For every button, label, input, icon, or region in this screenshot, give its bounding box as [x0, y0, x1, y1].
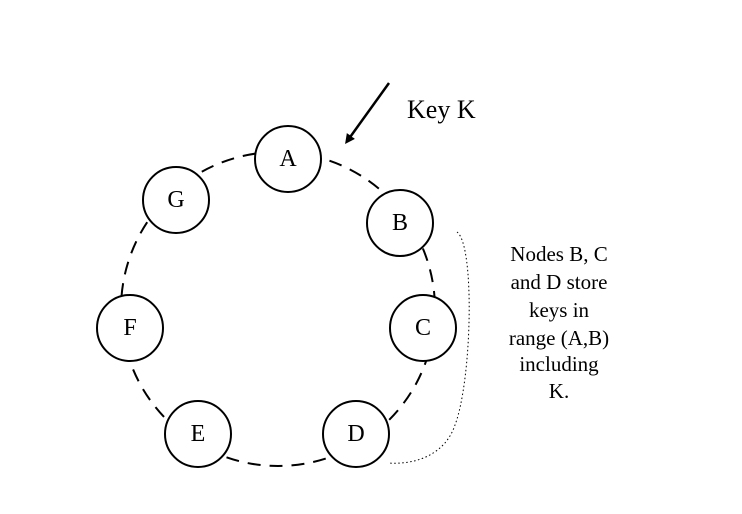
- node-A: A: [254, 125, 322, 193]
- node-label: G: [167, 187, 184, 213]
- key-arrow: [345, 82, 391, 145]
- node-label: A: [279, 146, 297, 172]
- node-B: B: [366, 189, 434, 257]
- node-label: C: [415, 315, 431, 341]
- note-line: including: [519, 352, 599, 376]
- node-F: F: [96, 294, 164, 362]
- node-E: E: [164, 400, 232, 468]
- range-note: Nodes B, C and D store keys in range (A,…: [509, 242, 609, 403]
- node-G: G: [142, 166, 210, 234]
- node-label: E: [191, 421, 206, 447]
- note-line: range (A,B): [509, 326, 609, 350]
- range-brace: [387, 231, 470, 464]
- note-line: Nodes B, C: [510, 242, 607, 266]
- note-line: and D store: [511, 270, 608, 294]
- node-C: C: [389, 294, 457, 362]
- node-label: D: [347, 421, 364, 447]
- node-label: F: [123, 315, 136, 341]
- node-label: B: [392, 210, 408, 236]
- note-line: keys in: [529, 298, 590, 322]
- node-D: D: [322, 400, 390, 468]
- note-line: K.: [549, 379, 569, 403]
- key-label: Key K: [407, 95, 476, 124]
